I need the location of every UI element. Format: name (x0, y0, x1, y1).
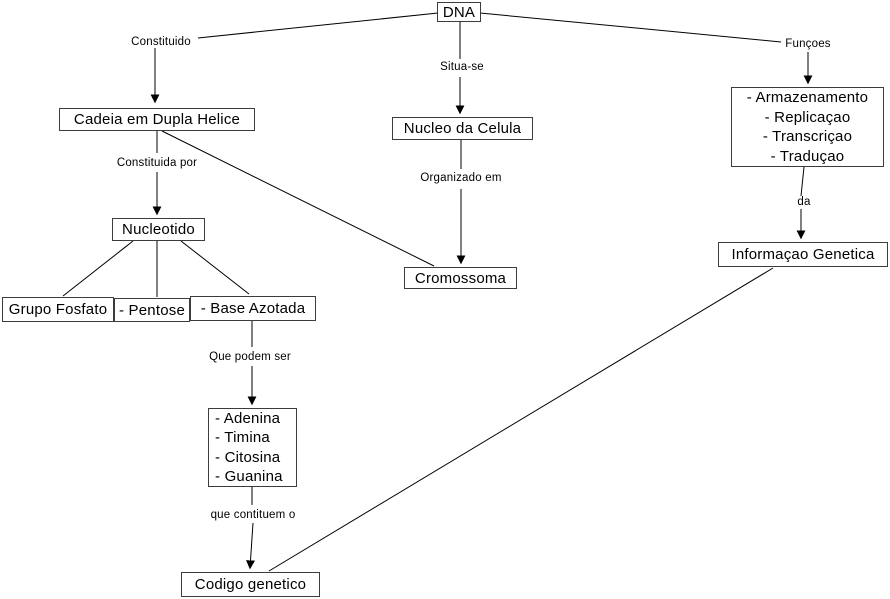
funcoes-item-armazenamento: - Armazenamento (746, 89, 869, 106)
node-nucleotido[interactable]: Nucleotido (112, 218, 205, 241)
base-item-adenina: - Adenina (215, 409, 281, 427)
node-funcoes-list[interactable]: - Armazenamento - Replicaçao - Transcriç… (731, 87, 884, 167)
node-informacao-genetica[interactable]: Informaçao Genetica (718, 242, 888, 267)
edge-label-da[interactable]: da (795, 196, 813, 208)
base-item-guanina: - Guanina (215, 468, 283, 485)
edge-label-organizado-em[interactable]: Organizado em (418, 172, 504, 184)
node-cadeia-em-dupla-helice[interactable]: Cadeia em Dupla Helice (59, 108, 255, 131)
node-nucleo-da-celula[interactable]: Nucleo da Celula (392, 117, 533, 140)
edge-label-constituida-por[interactable]: Constituida por (114, 157, 200, 169)
node-pentose[interactable]: - Pentose (114, 298, 190, 322)
node-grupo-fosfato[interactable]: Grupo Fosfato (2, 297, 114, 322)
edge-label-funcoes[interactable]: Funçoes (783, 38, 833, 50)
node-bases-azotadas-list[interactable]: - Adenina - Timina - Citosina - Guanina (208, 408, 297, 487)
funcoes-item-transcricao: - Transcriçao (762, 128, 853, 145)
node-cromossoma[interactable]: Cromossoma (404, 267, 517, 289)
node-dna[interactable]: DNA (437, 2, 481, 22)
base-item-timina: - Timina (215, 429, 270, 446)
funcoes-item-replicacao: - Replicaçao (764, 108, 851, 126)
edge-label-que-podem-ser[interactable]: Que podem ser (207, 351, 293, 363)
edge-label-situa-se[interactable]: Situa-se (438, 61, 486, 73)
node-codigo-genetico[interactable]: Codigo genetico (181, 572, 320, 597)
edge-label-que-contituem-o[interactable]: que contituem o (208, 509, 298, 521)
node-base-azotada[interactable]: - Base Azotada (190, 296, 316, 321)
funcoes-item-traducao: - Traduçao (770, 147, 845, 165)
edge-label-constituido[interactable]: Constituido (129, 36, 193, 48)
base-item-citosina: - Citosina (215, 448, 281, 466)
